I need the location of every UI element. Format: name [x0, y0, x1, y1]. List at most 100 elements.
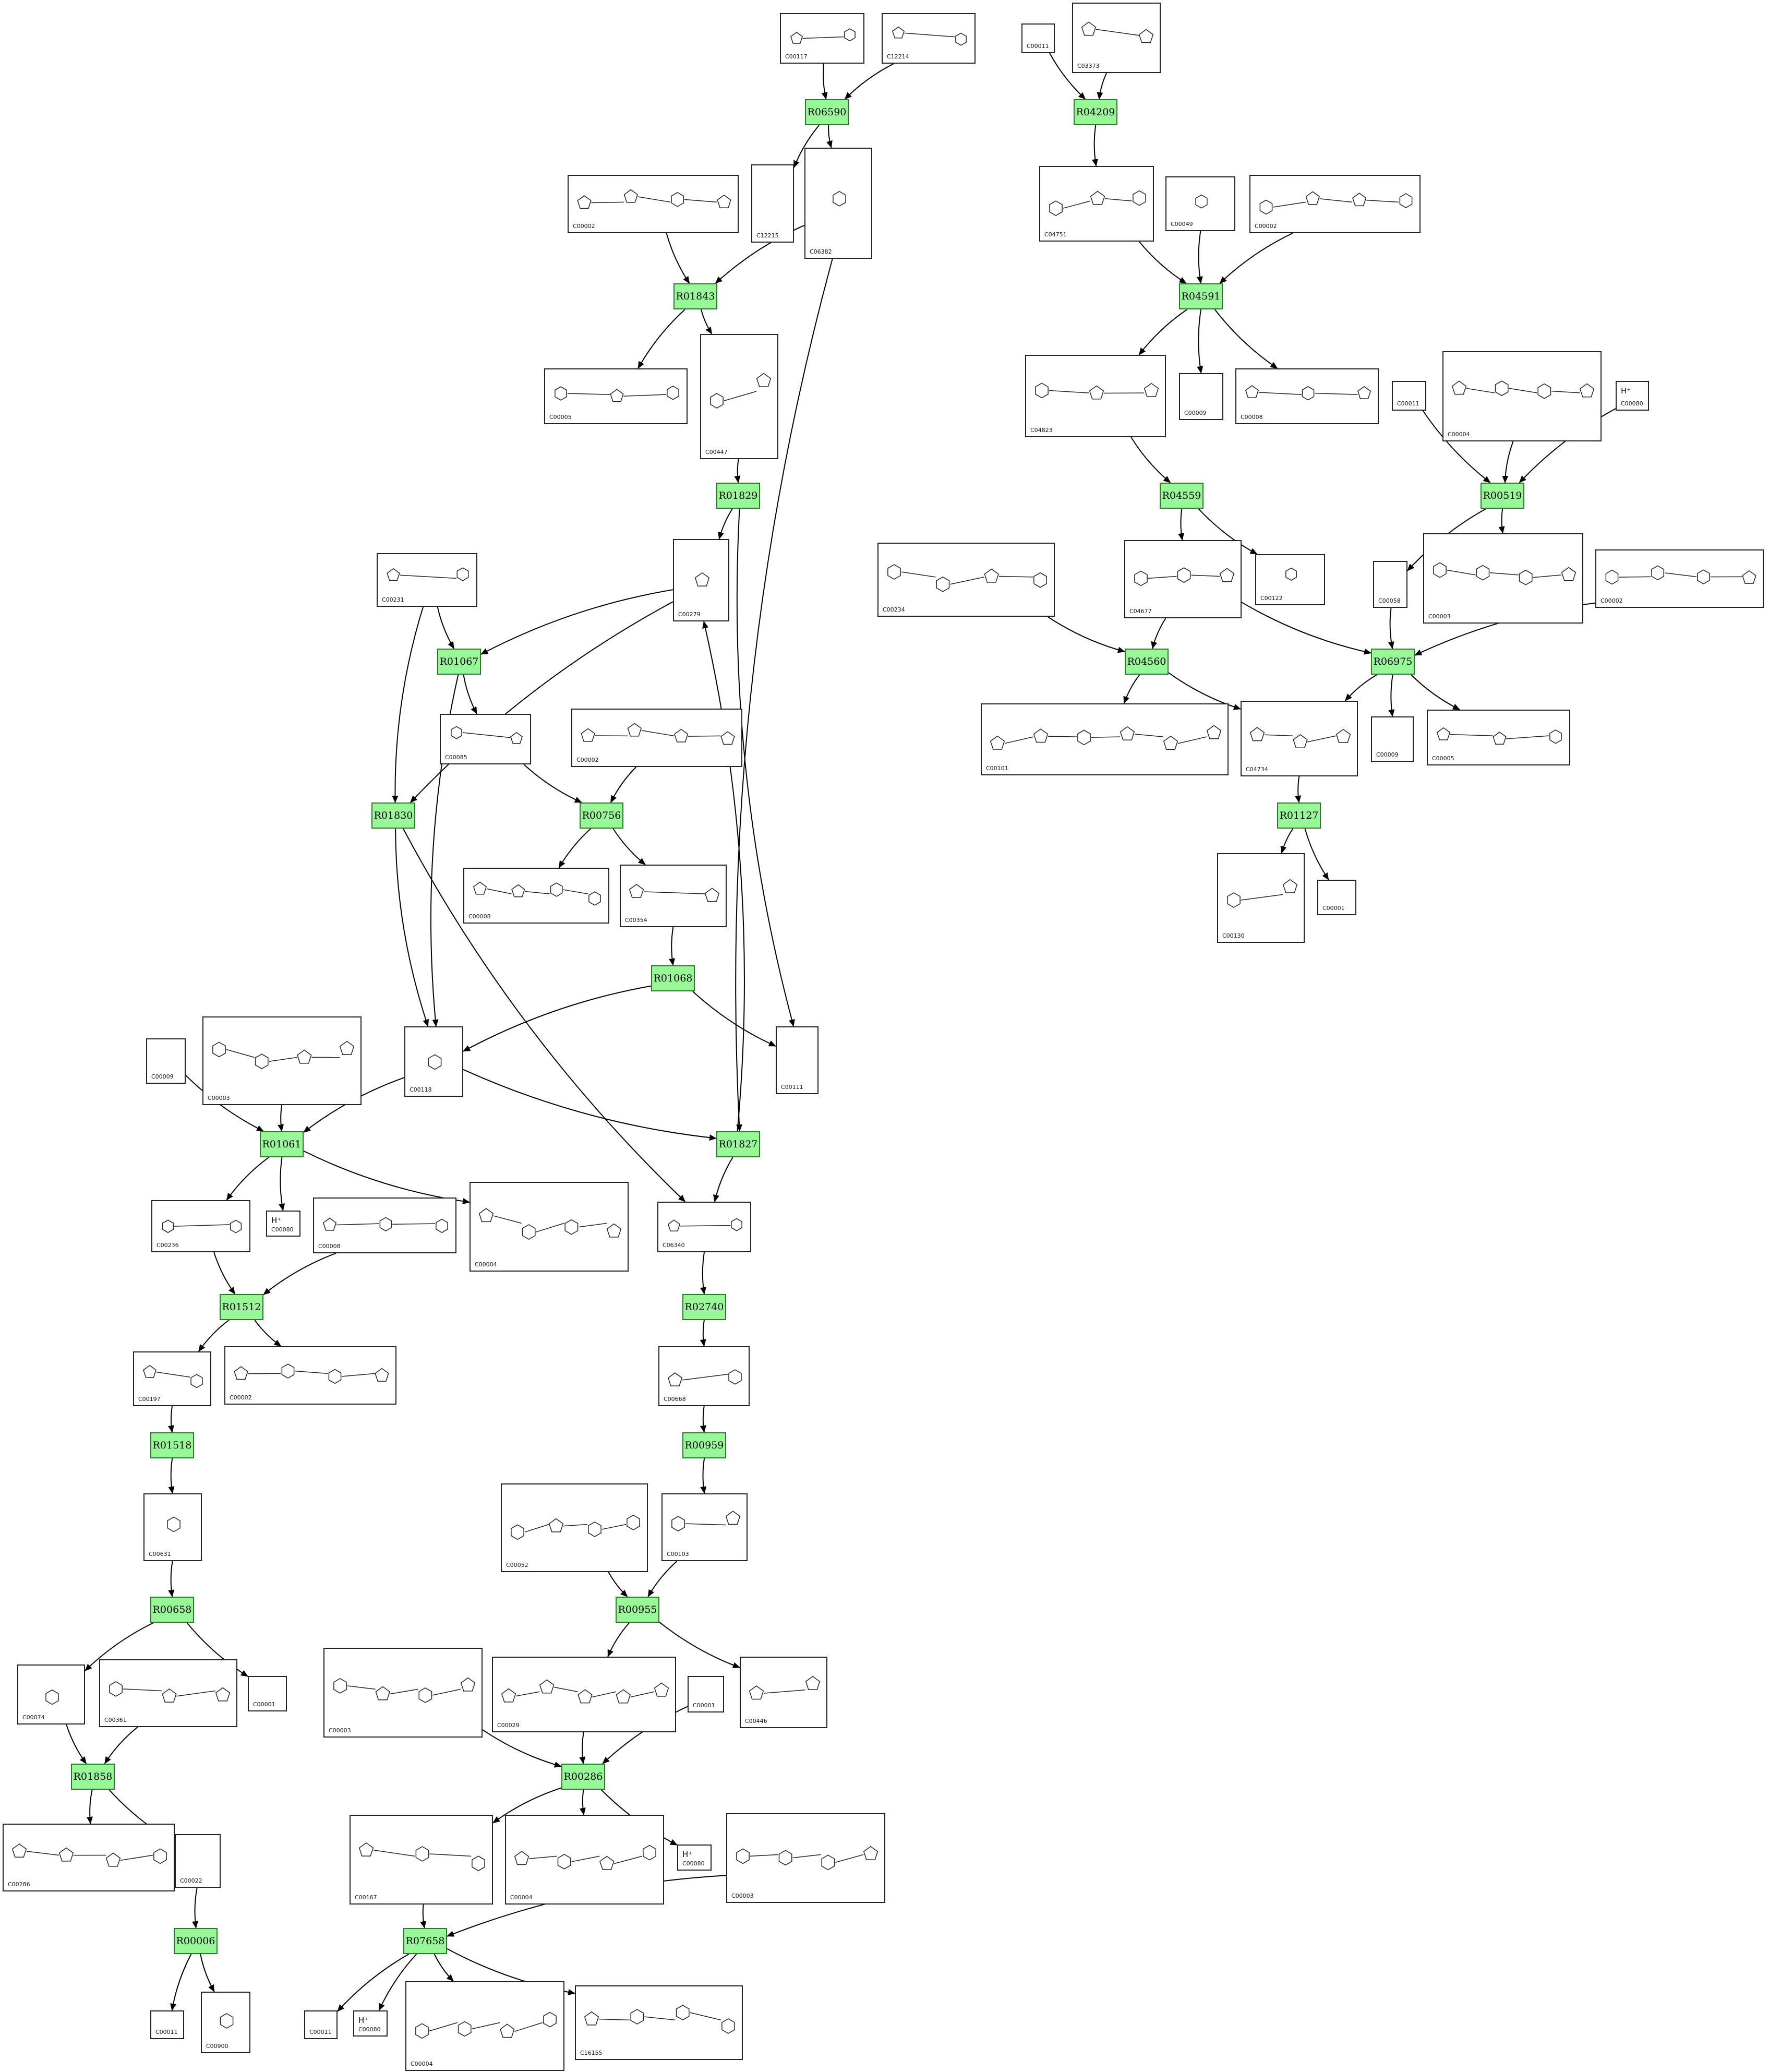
reaction-node-R01827[interactable]: R01827 — [716, 1131, 760, 1157]
compound-node-C00361[interactable]: C00361 — [99, 1659, 237, 1727]
compound-node-C16155[interactable]: C16155 — [575, 1985, 743, 2060]
compound-node-C00111[interactable]: C00111 — [776, 1026, 819, 1094]
compound-node-C00080[interactable]: H⁺C00080 — [353, 2010, 388, 2037]
compound-node-C00052[interactable]: C00052 — [501, 1483, 648, 1572]
structure-bond — [638, 197, 670, 202]
compound-node-C00004[interactable]: C00004 — [405, 1981, 564, 2071]
compound-node-C00011[interactable]: C00011 — [150, 2010, 184, 2039]
compound-node-C00009[interactable]: C00009 — [1179, 373, 1223, 420]
compound-node-C00286[interactable]: C00286 — [3, 1824, 175, 1891]
compound-node-C00130[interactable]: C00130 — [1217, 853, 1305, 943]
compound-node-C00008[interactable]: C00008 — [313, 1197, 456, 1253]
compound-node-C06340[interactable]: C06340 — [657, 1202, 751, 1252]
compound-node-C00631[interactable]: C00631 — [143, 1493, 202, 1561]
compound-node-C00004[interactable]: C00004 — [470, 1182, 629, 1272]
compound-node-C00080[interactable]: H⁺C00080 — [1616, 381, 1649, 411]
compound-node-C12214[interactable]: C12214 — [882, 13, 976, 64]
reaction-node-R01067[interactable]: R01067 — [437, 649, 481, 675]
compound-node-C00002[interactable]: C00002 — [224, 1346, 396, 1405]
compound-node-C00005[interactable]: C00005 — [1427, 710, 1570, 765]
compound-node-C00197[interactable]: C00197 — [133, 1351, 211, 1406]
reaction-node-R04559[interactable]: R04559 — [1160, 483, 1204, 509]
compound-node-C00003[interactable]: C00003 — [323, 1648, 483, 1738]
reaction-node-R01068[interactable]: R01068 — [651, 965, 695, 991]
compound-node-C00001[interactable]: C00001 — [1317, 880, 1356, 915]
compound-node-C00002[interactable]: C00002 — [568, 175, 739, 233]
compound-node-C00003[interactable]: C00003 — [202, 1016, 362, 1105]
reaction-node-R07658[interactable]: R07658 — [403, 1928, 447, 1954]
compound-node-C04823[interactable]: C04823 — [1025, 355, 1166, 437]
reaction-node-R00959[interactable]: R00959 — [682, 1432, 726, 1458]
reaction-node-R00756[interactable]: R00756 — [580, 803, 623, 829]
reaction-node-R04560[interactable]: R04560 — [1125, 649, 1169, 675]
compound-node-C00049[interactable]: C00049 — [1165, 176, 1235, 231]
compound-node-C00003[interactable]: C00003 — [1423, 533, 1583, 624]
compound-node-C00354[interactable]: C00354 — [620, 865, 727, 927]
compound-node-C00004[interactable]: C00004 — [505, 1815, 664, 1905]
compound-node-C00002[interactable]: C00002 — [1595, 549, 1764, 608]
reaction-node-R01512[interactable]: R01512 — [220, 1294, 263, 1320]
compound-node-C00009[interactable]: C00009 — [146, 1038, 186, 1084]
compound-node-C00004[interactable]: C00004 — [1442, 351, 1602, 441]
compound-node-C12215[interactable]: C12215 — [751, 164, 794, 243]
compound-node-C00668[interactable]: C00668 — [658, 1346, 750, 1406]
compound-node-C00009[interactable]: C00009 — [1371, 716, 1414, 762]
compound-node-C00080[interactable]: H⁺C00080 — [266, 1211, 300, 1237]
compound-node-C00002[interactable]: C00002 — [1249, 175, 1421, 233]
compound-node-C00005[interactable]: C00005 — [544, 368, 688, 424]
compound-node-C00001[interactable]: C00001 — [688, 1676, 724, 1712]
reaction-node-R04591[interactable]: R04591 — [1179, 283, 1223, 309]
compound-node-C04734[interactable]: C04734 — [1241, 701, 1358, 776]
reaction-node-R00006[interactable]: R00006 — [174, 1928, 218, 1954]
compound-node-C00011[interactable]: C00011 — [304, 2010, 338, 2039]
compound-node-C00029[interactable]: C00029 — [492, 1657, 676, 1732]
compound-node-C00118[interactable]: C00118 — [404, 1026, 463, 1097]
compound-node-C00080[interactable]: H⁺C00080 — [677, 1845, 712, 1871]
compound-node-C00011[interactable]: C00011 — [1392, 381, 1426, 411]
compound-node-C00447[interactable]: C00447 — [700, 334, 778, 459]
compound-node-C00231[interactable]: C00231 — [377, 553, 477, 607]
compound-node-C00008[interactable]: C00008 — [463, 868, 609, 924]
compound-node-C00101[interactable]: C00101 — [981, 703, 1229, 775]
compound-node-C00103[interactable]: C00103 — [661, 1493, 748, 1561]
edge-R02740-to-C00668 — [703, 1320, 704, 1346]
structure-ring — [616, 1690, 630, 1703]
compound-node-C00003[interactable]: C00003 — [726, 1813, 885, 1903]
reaction-node-R00955[interactable]: R00955 — [616, 1597, 659, 1623]
compound-node-C00085[interactable]: C00085 — [440, 714, 531, 764]
reaction-node-R06975[interactable]: R06975 — [1371, 649, 1415, 675]
compound-node-C00117[interactable]: C00117 — [780, 13, 864, 64]
reaction-node-R01858[interactable]: R01858 — [71, 1764, 115, 1790]
compound-node-C00900[interactable]: C00900 — [201, 1992, 250, 2053]
compound-node-C03373[interactable]: C03373 — [1072, 3, 1161, 73]
compound-node-C00236[interactable]: C00236 — [151, 1200, 250, 1252]
compound-node-C00001[interactable]: C00001 — [248, 1676, 287, 1711]
reaction-node-R04209[interactable]: R04209 — [1074, 99, 1117, 125]
reaction-node-R01829[interactable]: R01829 — [716, 483, 760, 509]
compound-node-C06382[interactable]: C06382 — [804, 148, 872, 259]
reaction-node-R02740[interactable]: R02740 — [682, 1294, 726, 1320]
reaction-node-R01061[interactable]: R01061 — [260, 1131, 304, 1157]
compound-node-C00234[interactable]: C00234 — [877, 543, 1055, 617]
compound-node-C00074[interactable]: C00074 — [17, 1664, 85, 1724]
compound-node-C00058[interactable]: C00058 — [1373, 561, 1407, 608]
compound-node-C04677[interactable]: C04677 — [1124, 540, 1242, 618]
compound-node-C00022[interactable]: C00022 — [175, 1834, 221, 1888]
compound-node-C00002[interactable]: C00002 — [571, 709, 742, 767]
compound-node-C00446[interactable]: C00446 — [740, 1657, 827, 1728]
compound-node-C00008[interactable]: C00008 — [1235, 368, 1379, 424]
reaction-node-R00519[interactable]: R00519 — [1481, 483, 1524, 509]
structure-bond — [579, 1223, 607, 1227]
compound-node-C00011[interactable]: C00011 — [1021, 23, 1055, 53]
reaction-node-R06590[interactable]: R06590 — [805, 99, 849, 125]
reaction-node-R01127[interactable]: R01127 — [1277, 803, 1321, 829]
compound-node-C00122[interactable]: C00122 — [1255, 554, 1325, 605]
reaction-node-R01518[interactable]: R01518 — [150, 1432, 194, 1458]
reaction-node-R01830[interactable]: R01830 — [371, 803, 415, 829]
reaction-node-R01843[interactable]: R01843 — [673, 283, 717, 309]
compound-node-C04751[interactable]: C04751 — [1039, 166, 1154, 242]
compound-node-C00167[interactable]: C00167 — [350, 1815, 493, 1905]
reaction-node-R00658[interactable]: R00658 — [150, 1597, 194, 1623]
compound-node-C00279[interactable]: C00279 — [673, 539, 729, 621]
reaction-node-R00286[interactable]: R00286 — [561, 1764, 605, 1790]
